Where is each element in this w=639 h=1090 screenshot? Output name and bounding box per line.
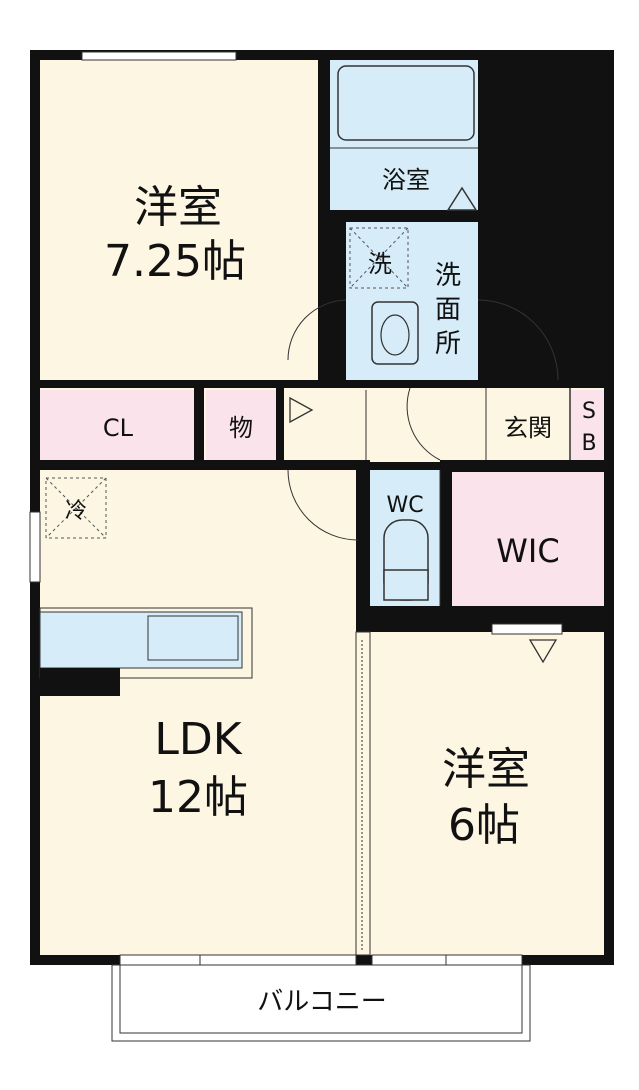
window-ldk-left: [29, 511, 41, 583]
western-room-2: [370, 632, 604, 955]
walk-in-closet: [452, 472, 604, 624]
bathtub: [337, 65, 475, 141]
sink-icon: [371, 301, 419, 365]
western-room-2-name: 洋室: [442, 744, 530, 795]
western-room-2-size: 6帖: [448, 800, 520, 851]
washroom-label-3: 所: [435, 329, 461, 359]
wic-label: WIC: [496, 532, 559, 570]
window-ldk-bottom: [119, 954, 357, 966]
entrance: [486, 390, 570, 460]
ldk-size: 12帖: [148, 772, 248, 823]
western-room-1-size: 7.25帖: [104, 236, 246, 287]
washroom-label-1: 洗: [435, 261, 461, 291]
toilet-label: WC: [386, 493, 423, 518]
fridge-label: 冷: [65, 499, 87, 524]
window-top: [81, 51, 237, 61]
shoe-box: [570, 390, 608, 460]
balcony-label: バルコニー: [257, 987, 386, 1017]
western-room-1: [40, 60, 318, 380]
western-room-1-name: 洋室: [134, 182, 222, 233]
ldk-label: LDK: [154, 714, 242, 765]
room2-door-marker-icon: [528, 639, 558, 664]
washer-spot: [349, 227, 409, 289]
closet: [40, 390, 194, 460]
fridge-spot: [45, 477, 107, 539]
shoe-box-label-1: S: [582, 399, 596, 424]
ldk-room: [40, 470, 356, 955]
storage: [206, 390, 276, 460]
closet-label: CL: [103, 414, 134, 442]
sliding-partition: [355, 631, 371, 956]
entrance-label: 玄関: [504, 414, 552, 442]
bathroom-label: 浴室: [382, 166, 430, 194]
kitchen-sink-icon: [147, 615, 239, 661]
washer-label: 洗: [368, 250, 392, 278]
storage-label: 物: [229, 414, 253, 442]
shoe-box-label-2: B: [581, 431, 596, 456]
window-room2-bottom: [371, 954, 523, 966]
balcony: [111, 964, 531, 1042]
door-arc-washroom: [287, 299, 347, 361]
washroom-label-2: 面: [435, 295, 461, 325]
bath-door-marker-icon: [446, 186, 478, 211]
